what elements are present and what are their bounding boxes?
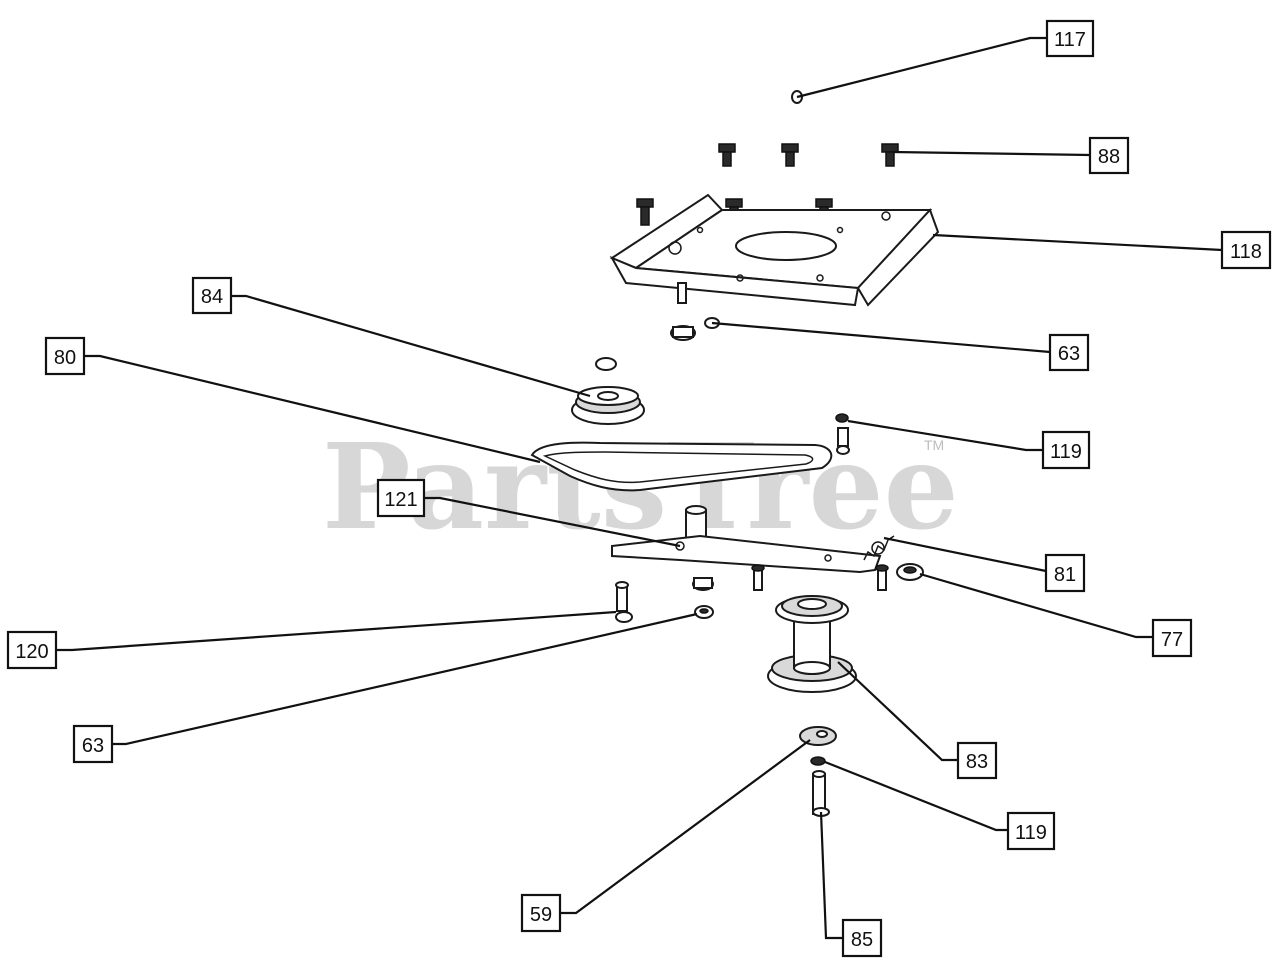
part-arm-bolts: [692, 564, 889, 591]
callout-121-label: 121: [384, 489, 417, 511]
part-85-bolt: [812, 770, 830, 817]
callout-88[interactable]: 88: [1088, 136, 1130, 175]
callout-120-label: 120: [15, 641, 48, 663]
part-119-lower-washer: [810, 756, 826, 766]
callout-63-lower-label: 63: [82, 735, 104, 757]
callout-120[interactable]: 120: [6, 630, 58, 670]
part-80-belt: [530, 441, 833, 492]
callout-118[interactable]: 118: [1220, 230, 1272, 270]
callout-119-upper-label: 119: [1050, 441, 1082, 463]
part-83-lower-pulley: [767, 595, 857, 693]
callout-83-label: 83: [966, 751, 988, 773]
callout-84-label: 84: [201, 286, 223, 308]
callout-88-label: 88: [1098, 146, 1120, 168]
part-118-mounting-plate: [609, 193, 940, 307]
callout-81[interactable]: 81: [1044, 553, 1086, 593]
callout-84[interactable]: 84: [191, 276, 233, 315]
part-120-bolt: [615, 581, 633, 623]
callout-117-label: 117: [1054, 29, 1086, 51]
part-77-nut: [896, 563, 924, 581]
leader-lines: [56, 36, 1223, 940]
callout-59-label: 59: [530, 904, 552, 926]
callout-85-label: 85: [851, 929, 873, 951]
callout-63-upper[interactable]: 63: [1048, 333, 1090, 372]
part-63-upper-spacers: [670, 317, 720, 341]
callout-81-label: 81: [1054, 564, 1076, 586]
callout-80-label: 80: [54, 347, 76, 369]
callout-83[interactable]: 83: [956, 741, 998, 780]
callout-77-label: 77: [1161, 629, 1183, 651]
callout-77[interactable]: 77: [1151, 618, 1193, 658]
callout-63-lower[interactable]: 63: [72, 724, 114, 764]
callout-119-lower[interactable]: 119: [1006, 811, 1056, 851]
callout-80[interactable]: 80: [44, 336, 86, 376]
callout-63-upper-label: 63: [1058, 343, 1080, 365]
part-63-lower-spacer: [694, 605, 714, 619]
watermark-tm: TM: [924, 437, 944, 453]
callout-119-lower-label: 119: [1015, 822, 1047, 844]
part-81-spring: [863, 535, 895, 561]
callout-119-upper[interactable]: 119: [1041, 430, 1091, 470]
callout-59[interactable]: 59: [520, 893, 562, 933]
callout-121[interactable]: 121: [376, 478, 426, 518]
callout-85[interactable]: 85: [841, 918, 883, 958]
callout-118-label: 118: [1230, 241, 1262, 263]
part-84-upper-pulley: [571, 357, 645, 425]
callout-117[interactable]: 117: [1045, 19, 1095, 58]
part-119-upper-bolt: [835, 413, 850, 455]
